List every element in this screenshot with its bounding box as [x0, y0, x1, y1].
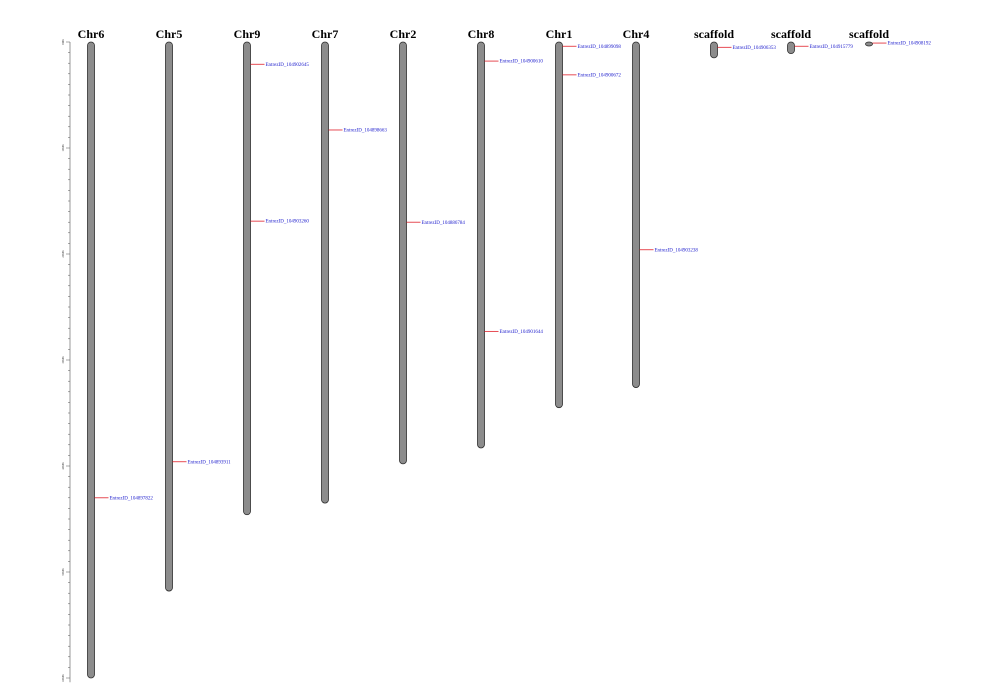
gene-label[interactable]: EntrezID_104908192 [888, 42, 932, 47]
position-axis: 0Mb 10Mb 20Mb 30Mb 40Mb 50Mb 60Mb [61, 39, 71, 683]
gene-label[interactable]: EntrezID_104897822 [110, 496, 154, 501]
chromosome-name: Chr6 [78, 27, 105, 41]
chromosome-name: Chr9 [234, 27, 261, 41]
chromosome-bar[interactable] [243, 41, 251, 516]
axis-tick-label: 20Mb [61, 250, 65, 258]
chromosome-bar[interactable] [477, 41, 485, 449]
axis-tick-label: 60Mb [61, 674, 65, 682]
gene-label[interactable]: EntrezID_104898663 [344, 129, 388, 134]
gene-label[interactable]: EntrezID_104906353 [733, 46, 777, 51]
chromosome-bar[interactable] [321, 41, 329, 504]
axis-tick-label: 0Mb [61, 39, 65, 45]
chromosome-name: Chr5 [156, 27, 183, 41]
axis-tick-label: 10Mb [61, 144, 65, 152]
gene-label[interactable]: EntrezID_104886784 [422, 221, 466, 226]
gene-label[interactable]: EntrezID_104899098 [578, 45, 622, 50]
gene-label[interactable]: EntrezID_104901644 [500, 330, 544, 335]
gene-label[interactable]: EntrezID_104893911 [188, 460, 232, 465]
chromosome-bar[interactable] [165, 41, 173, 592]
chromosome-name: scaffold [694, 27, 734, 41]
gene-label[interactable]: EntrezID_104903260 [266, 220, 310, 225]
axis-tick-label: 30Mb [61, 356, 65, 364]
chromosome-bar[interactable] [787, 41, 795, 55]
chromosome-name: scaffold [849, 27, 889, 41]
gene-label[interactable]: EntrezID_104900672 [578, 73, 622, 78]
chromosome-bar[interactable] [399, 41, 407, 465]
chromosome-name: Chr7 [312, 27, 339, 41]
chromosome-name: Chr8 [468, 27, 495, 41]
axis-tick-label: 40Mb [61, 462, 65, 470]
gene-label[interactable]: EntrezID_104903238 [655, 248, 699, 253]
chromosome-name: Chr1 [546, 27, 573, 41]
axis-tick-label: 50Mb [61, 568, 65, 576]
chromosome-bar[interactable] [865, 41, 873, 47]
chromosome-bar[interactable] [87, 41, 95, 679]
gene-label[interactable]: EntrezID_104902645 [266, 63, 310, 68]
chromosome-name: scaffold [771, 27, 811, 41]
chromosome-bar[interactable] [632, 41, 640, 388]
chromosome-set: Chr6EntrezID_104897822Chr5EntrezID_10489… [78, 27, 931, 679]
chromosome-name: Chr4 [623, 27, 650, 41]
gene-label[interactable]: EntrezID_104900610 [500, 60, 544, 65]
chromosome-bar[interactable] [555, 41, 563, 409]
chromosome-bar[interactable] [710, 41, 718, 59]
gene-label[interactable]: EntrezID_104915779 [810, 45, 854, 50]
chromosome-name: Chr2 [390, 27, 417, 41]
